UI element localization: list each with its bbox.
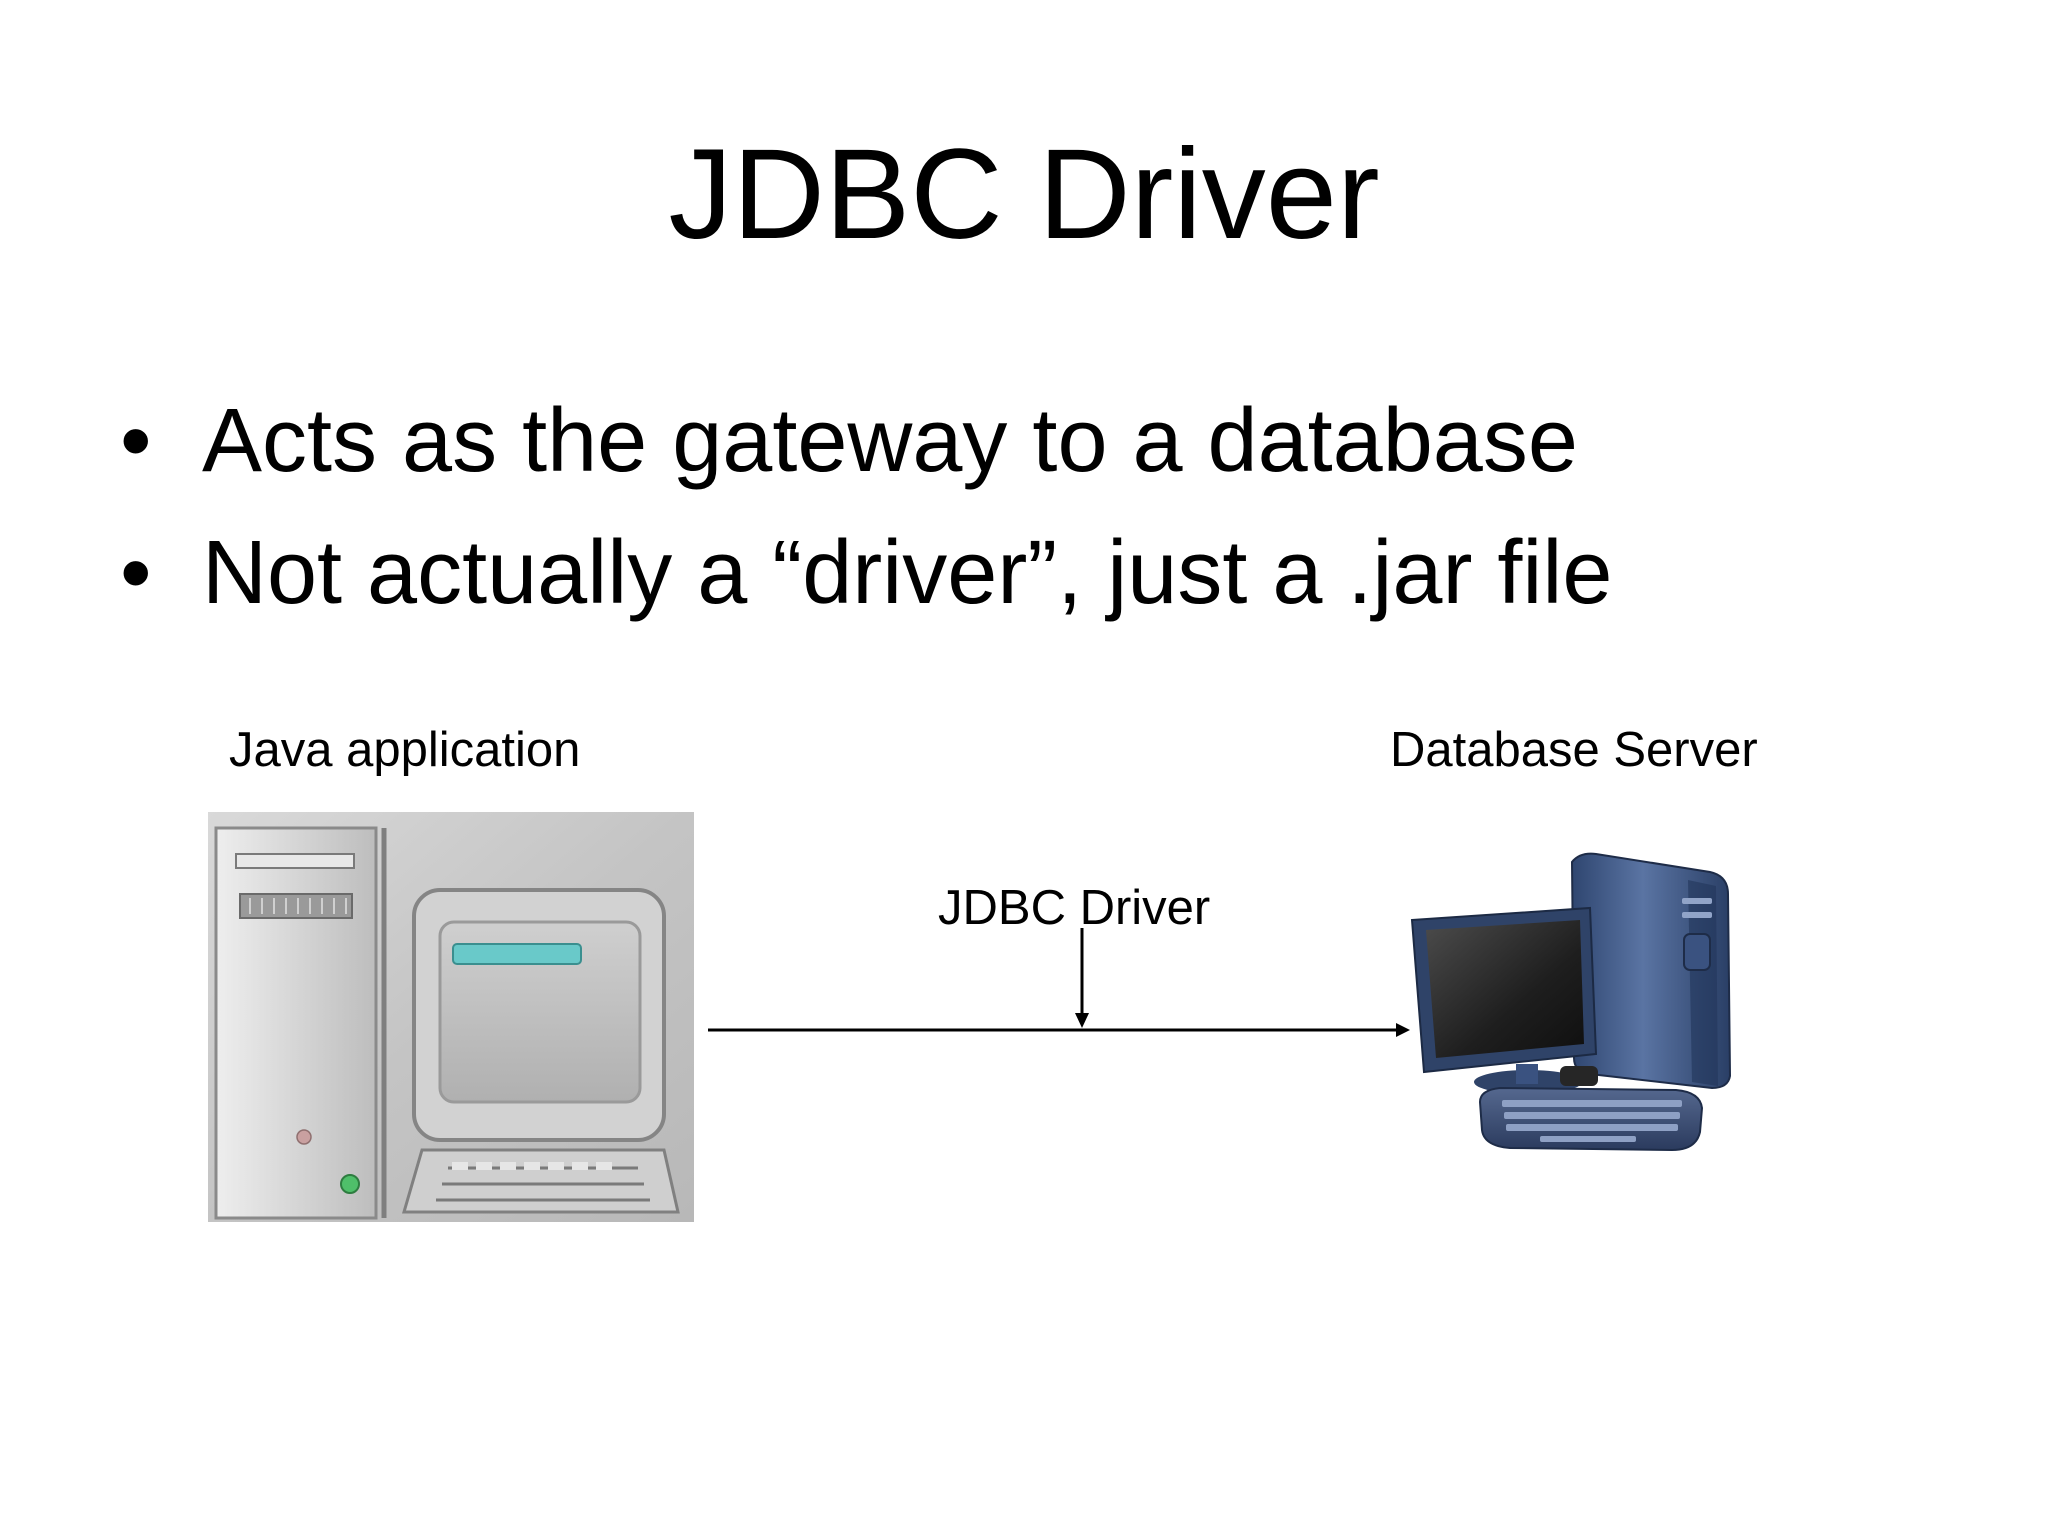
bullet-list: • Acts as the gateway to a database • No… <box>120 375 1920 639</box>
bullet-item: • Acts as the gateway to a database <box>120 375 1920 507</box>
connection-arrowhead <box>1396 1023 1410 1037</box>
database-server-label: Database Server <box>1390 723 1758 777</box>
driver-pointer-arrowhead <box>1075 1013 1089 1028</box>
bullet-text: Acts as the gateway to a database <box>202 391 1578 491</box>
bullet-dot: • <box>120 523 152 623</box>
blue-desktop-computer-icon <box>1410 852 1732 1152</box>
bullet-item: • Not actually a “driver”, just a .jar f… <box>120 507 1920 639</box>
jdbc-driver-label: JDBC Driver <box>938 881 1211 935</box>
bullet-dot: • <box>120 391 152 491</box>
embossed-desktop-computer-icon <box>208 812 694 1222</box>
java-application-label: Java application <box>229 723 581 777</box>
slide-title: JDBC Driver <box>668 123 1380 266</box>
bullet-text: Not actually a “driver”, just a .jar fil… <box>202 523 1613 623</box>
